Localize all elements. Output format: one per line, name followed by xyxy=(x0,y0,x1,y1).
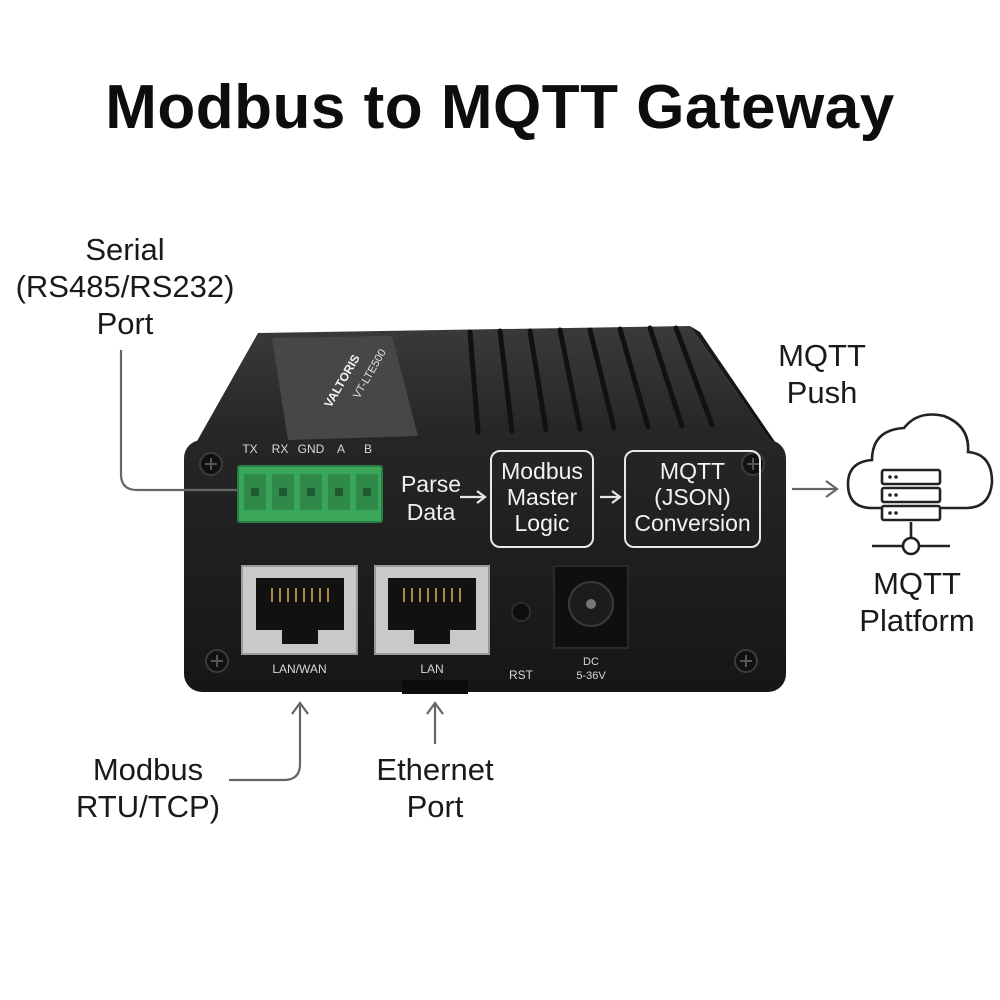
dc-power-jack xyxy=(553,565,629,649)
flow-arrows xyxy=(460,490,622,504)
reset-label: RST xyxy=(509,668,533,682)
page-title: Modbus to MQTT Gateway xyxy=(105,73,895,142)
reset-button xyxy=(511,602,531,622)
cloud-server-icon xyxy=(846,413,994,556)
pin-label-a: A xyxy=(336,442,345,456)
heatsink-fins xyxy=(467,325,715,435)
bottom-notch xyxy=(402,680,468,694)
pin-label-b: B xyxy=(363,442,372,456)
serial-callout-line xyxy=(119,350,238,492)
dc-label: DC xyxy=(583,656,599,668)
pin-label-gnd: GND xyxy=(297,442,325,456)
ethernet-callout-arrow xyxy=(426,701,444,744)
lan-label: LAN xyxy=(420,662,444,676)
lan-port xyxy=(374,565,490,655)
terminal-block xyxy=(237,465,383,523)
modbus-callout-line xyxy=(229,701,309,782)
lan-wan-port xyxy=(241,565,358,655)
mqtt-conversion-box: MQTT(JSON)Conversion xyxy=(624,450,761,548)
pin-label-rx: RX xyxy=(271,442,289,456)
lan-wan-label: LAN/WAN xyxy=(272,662,327,676)
voltage-label: 5-36V xyxy=(576,670,606,682)
serial-port-callout: Serial(RS485/RS232)Port xyxy=(15,232,235,341)
label-plate xyxy=(272,336,418,440)
arrow-right-icon xyxy=(792,480,839,498)
pin-label-tx: TX xyxy=(242,442,258,456)
